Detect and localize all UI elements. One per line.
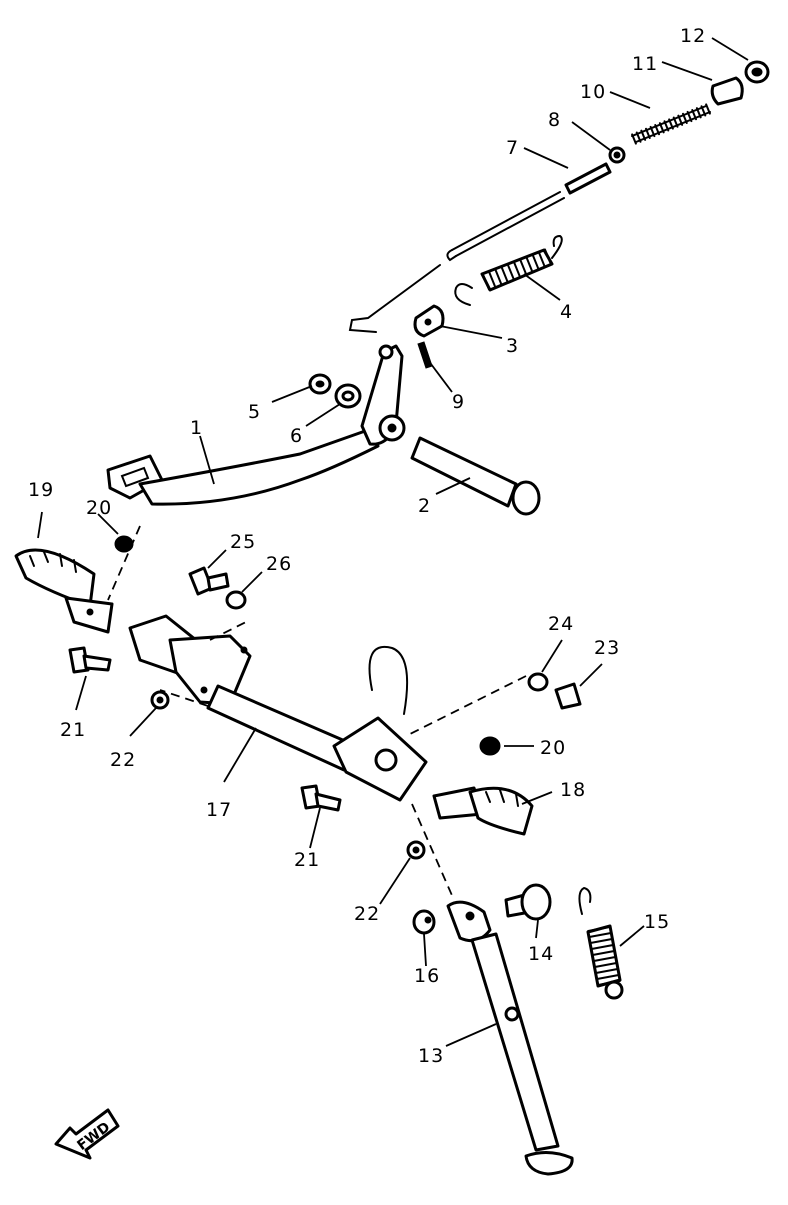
callout-22-right: 22 — [354, 903, 380, 925]
part-16-nut — [412, 909, 436, 935]
callout-12: 12 — [680, 25, 706, 47]
part-8-nut — [608, 146, 626, 164]
part-23-bolt — [554, 682, 582, 710]
part-13-sidestand — [411, 803, 574, 1176]
callout-11: 11 — [632, 53, 658, 75]
part-26-washer — [225, 590, 247, 610]
part-20-spring-upper — [107, 525, 141, 601]
callout-1: 1 — [190, 417, 203, 439]
callout-4: 4 — [560, 301, 573, 323]
part-7-brake-rod — [348, 162, 612, 333]
callout-26: 26 — [266, 553, 292, 575]
callout-21-left: 21 — [60, 719, 86, 741]
callout-15: 15 — [644, 911, 670, 933]
callout-7: 7 — [506, 137, 519, 159]
callout-14: 14 — [528, 943, 554, 965]
part-25-bolt — [188, 566, 230, 596]
part-22-nut-left — [150, 690, 170, 710]
part-20-spring-lower — [479, 736, 501, 756]
callout-8: 8 — [548, 109, 561, 131]
assembly-line-bolt-23 — [409, 675, 527, 735]
part-12-nut — [744, 60, 770, 84]
part-18-footrest-right — [432, 786, 534, 836]
callout-23: 23 — [594, 637, 620, 659]
part-24-washer — [527, 672, 549, 692]
callout-20-upper: 20 — [86, 497, 112, 519]
part-15-coil — [587, 925, 621, 987]
part-10-spring — [631, 103, 711, 145]
callout-19: 19 — [28, 479, 54, 501]
part-14-pivot-bolt — [504, 883, 552, 921]
callout-9: 9 — [452, 391, 465, 413]
callout-13: 13 — [418, 1045, 444, 1067]
callout-5: 5 — [248, 401, 261, 423]
callout-16: 16 — [414, 965, 440, 987]
leader-lines — [37, 37, 749, 1047]
callout-25: 25 — [230, 531, 256, 553]
callout-24: 24 — [548, 613, 574, 635]
part-17-bracket — [128, 614, 428, 802]
part-1-brake-pedal — [106, 344, 406, 506]
part-6-washer — [334, 383, 362, 409]
part-4-return-spring — [454, 234, 563, 306]
part-21-bolt-right — [300, 784, 342, 812]
callout-17: 17 — [206, 799, 232, 821]
callout-2: 2 — [418, 495, 431, 517]
callout-18: 18 — [560, 779, 586, 801]
fwd-arrow-icon: FWD — [54, 1108, 120, 1160]
callout-6: 6 — [290, 425, 303, 447]
part-9-cotter-pin — [417, 341, 433, 369]
part-21-bolt-left — [68, 646, 112, 674]
part-11-sleeve — [710, 76, 744, 106]
part-5-clip — [308, 373, 332, 395]
part-4-coil — [482, 248, 552, 291]
callout-10: 10 — [580, 81, 606, 103]
callout-21-right: 21 — [294, 849, 320, 871]
callout-22-left: 22 — [110, 749, 136, 771]
callout-labels: 1 2 3 4 5 6 7 8 9 10 11 12 13 14 15 16 1… — [28, 25, 706, 1067]
part-3-joint — [413, 304, 445, 338]
callout-20-lower: 20 — [540, 737, 566, 759]
callout-3: 3 — [506, 335, 519, 357]
part-2-pivot-shaft — [410, 436, 541, 516]
part-22-nut-right — [406, 840, 426, 860]
part-19-footrest-left — [14, 548, 114, 634]
